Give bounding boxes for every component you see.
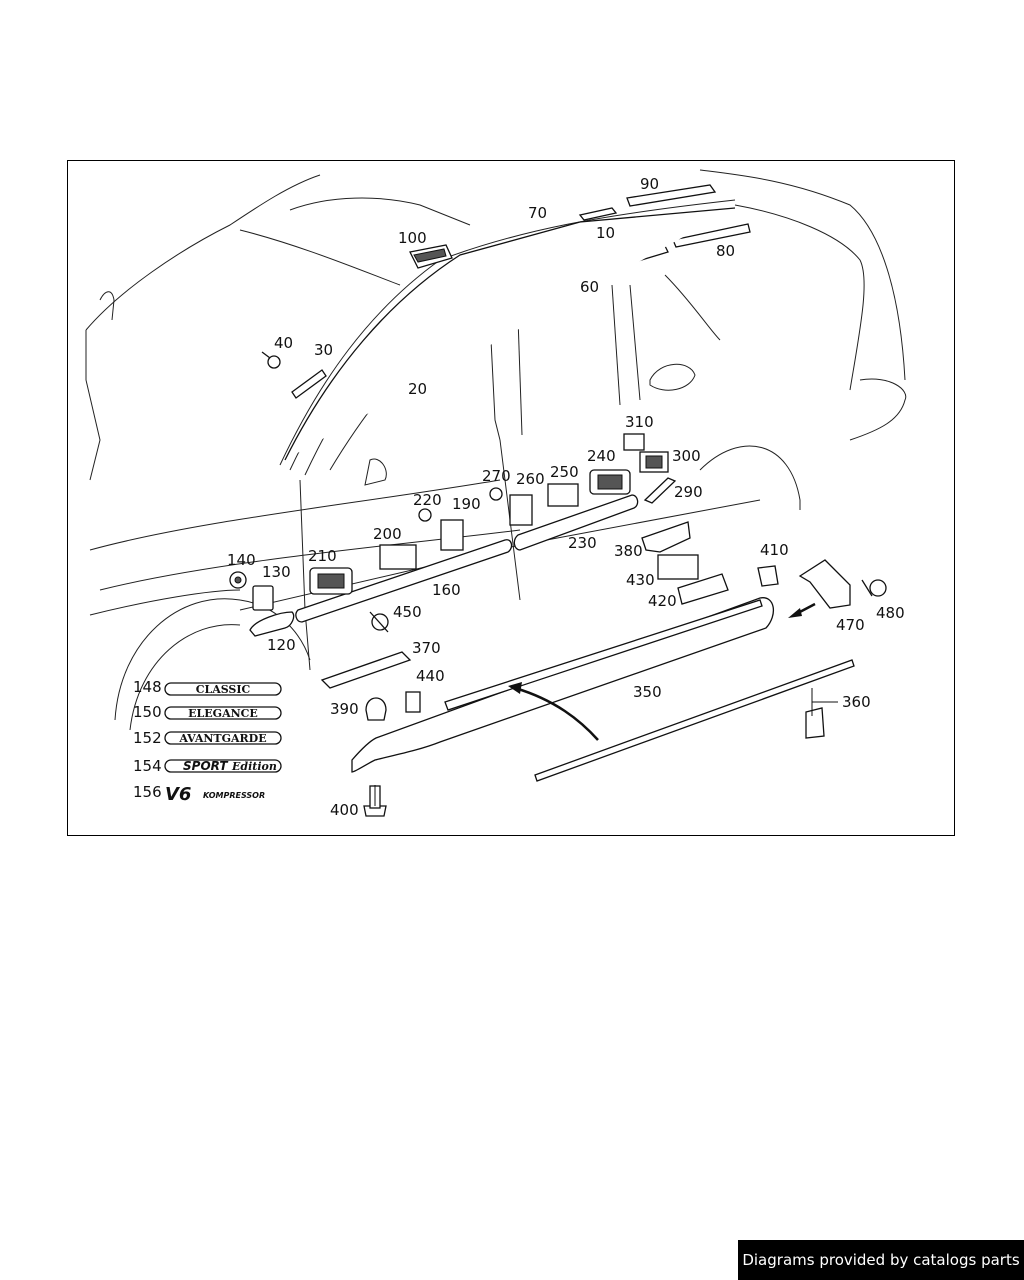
callout-100: 100 [398, 229, 427, 247]
callout-140: 140 [227, 551, 256, 569]
callout-260: 260 [516, 470, 545, 488]
callout-150: 150 [133, 703, 162, 721]
callout-60: 60 [580, 278, 599, 296]
callout-430: 430 [626, 571, 655, 589]
callout-90: 90 [640, 175, 659, 193]
callout-130: 130 [262, 563, 291, 581]
callout-labels: 10 20 30 40 60 70 80 90 100 120 130 140 … [133, 175, 905, 819]
door-mouldings [249, 477, 677, 637]
callout-400: 400 [330, 801, 359, 819]
callout-70: 70 [528, 204, 547, 222]
callout-290: 290 [674, 483, 703, 501]
callout-370: 370 [412, 639, 441, 657]
badge-classic: CLASSIC [196, 683, 251, 696]
diagram-frame [67, 160, 955, 836]
callout-420: 420 [648, 592, 677, 610]
callout-390: 390 [330, 700, 359, 718]
callout-350: 350 [633, 683, 662, 701]
callout-154: 154 [133, 757, 162, 775]
callout-310: 310 [625, 413, 654, 431]
badge-kompressor: KOMPRESSOR [203, 791, 265, 800]
callout-380: 380 [614, 542, 643, 560]
emblem-30 [291, 369, 327, 399]
callout-156: 156 [133, 783, 162, 801]
sill-panel-350 [351, 597, 774, 773]
callout-200: 200 [373, 525, 402, 543]
leader-lines [374, 688, 838, 806]
callout-250: 250 [550, 463, 579, 481]
credit-text: Diagrams provided by catalogs parts [742, 1251, 1020, 1269]
callout-220: 220 [413, 491, 442, 509]
badge-sport: SPORT [183, 759, 228, 773]
callout-410: 410 [760, 541, 789, 559]
badge-sport-edition: Edition [231, 760, 277, 773]
assembly-arrows [508, 602, 816, 741]
callout-270: 270 [482, 467, 511, 485]
callout-10: 10 [596, 224, 615, 242]
callout-300: 300 [672, 447, 701, 465]
trim-strip-360 [534, 659, 855, 782]
badge-avantgarde: AVANTGARDE [178, 732, 266, 745]
callout-190: 190 [452, 495, 481, 513]
callout-240: 240 [587, 447, 616, 465]
callout-80: 80 [716, 242, 735, 260]
callout-210: 210 [308, 547, 337, 565]
callout-30: 30 [314, 341, 333, 359]
clip-100 [409, 244, 453, 269]
callout-480: 480 [876, 604, 905, 622]
callout-120: 120 [267, 636, 296, 654]
rivet-40 [261, 351, 281, 369]
model-badges: CLASSIC ELEGANCE AVANTGARDE SPORT Editio… [164, 682, 282, 805]
roof-mouldings [284, 184, 751, 461]
callout-160: 160 [432, 581, 461, 599]
callout-230: 230 [568, 534, 597, 552]
fasteners [229, 433, 669, 633]
callout-152: 152 [133, 729, 162, 747]
callout-360: 360 [842, 693, 871, 711]
callout-440: 440 [416, 667, 445, 685]
callout-450: 450 [393, 603, 422, 621]
callout-470: 470 [836, 616, 865, 634]
badge-elegance: ELEGANCE [188, 707, 258, 720]
callout-148: 148 [133, 678, 162, 696]
lower-trim-parts [320, 521, 887, 713]
callout-40: 40 [274, 334, 293, 352]
credit-footer: Diagrams provided by catalogs parts [738, 1240, 1024, 1280]
badge-v6: V6 [165, 784, 191, 805]
callout-20: 20 [408, 380, 427, 398]
